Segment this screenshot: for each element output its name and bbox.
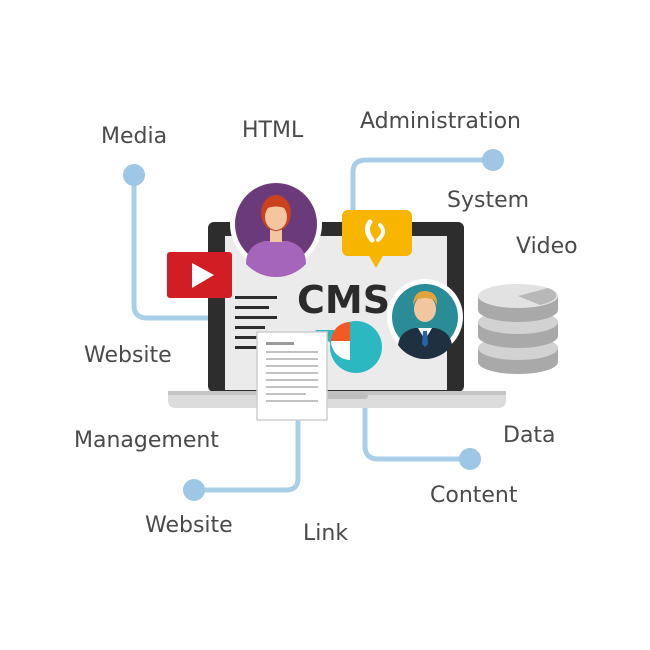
screen-text-lines xyxy=(235,296,277,349)
video-play-icon xyxy=(167,252,232,298)
label-management: Management xyxy=(74,428,219,453)
connector-dot xyxy=(482,149,504,171)
connector-dot xyxy=(183,479,205,501)
label-website-bottom: Website xyxy=(145,513,233,538)
label-link: Link xyxy=(303,521,349,546)
connector-media xyxy=(131,172,233,321)
database-icon xyxy=(478,284,558,374)
connector-dot xyxy=(459,448,481,470)
female-avatar xyxy=(230,178,322,278)
connector-content xyxy=(362,392,473,462)
label-system: System xyxy=(447,188,530,213)
label-administration: Administration xyxy=(360,109,521,134)
pie-chart-icon xyxy=(330,321,382,373)
connector-administration xyxy=(350,157,496,225)
label-website-top: Website xyxy=(84,343,172,368)
label-data: Data xyxy=(503,423,556,448)
document-icon xyxy=(256,331,328,421)
diagram-title: CMS xyxy=(297,278,391,322)
male-avatar xyxy=(387,279,463,360)
connector-dot xyxy=(123,164,145,186)
label-content: Content xyxy=(430,483,518,508)
label-media: Media xyxy=(101,124,168,149)
chat-bubble-icon xyxy=(342,210,412,268)
label-html: HTML xyxy=(242,118,304,143)
label-video: Video xyxy=(516,234,578,259)
connector-website xyxy=(191,417,301,493)
